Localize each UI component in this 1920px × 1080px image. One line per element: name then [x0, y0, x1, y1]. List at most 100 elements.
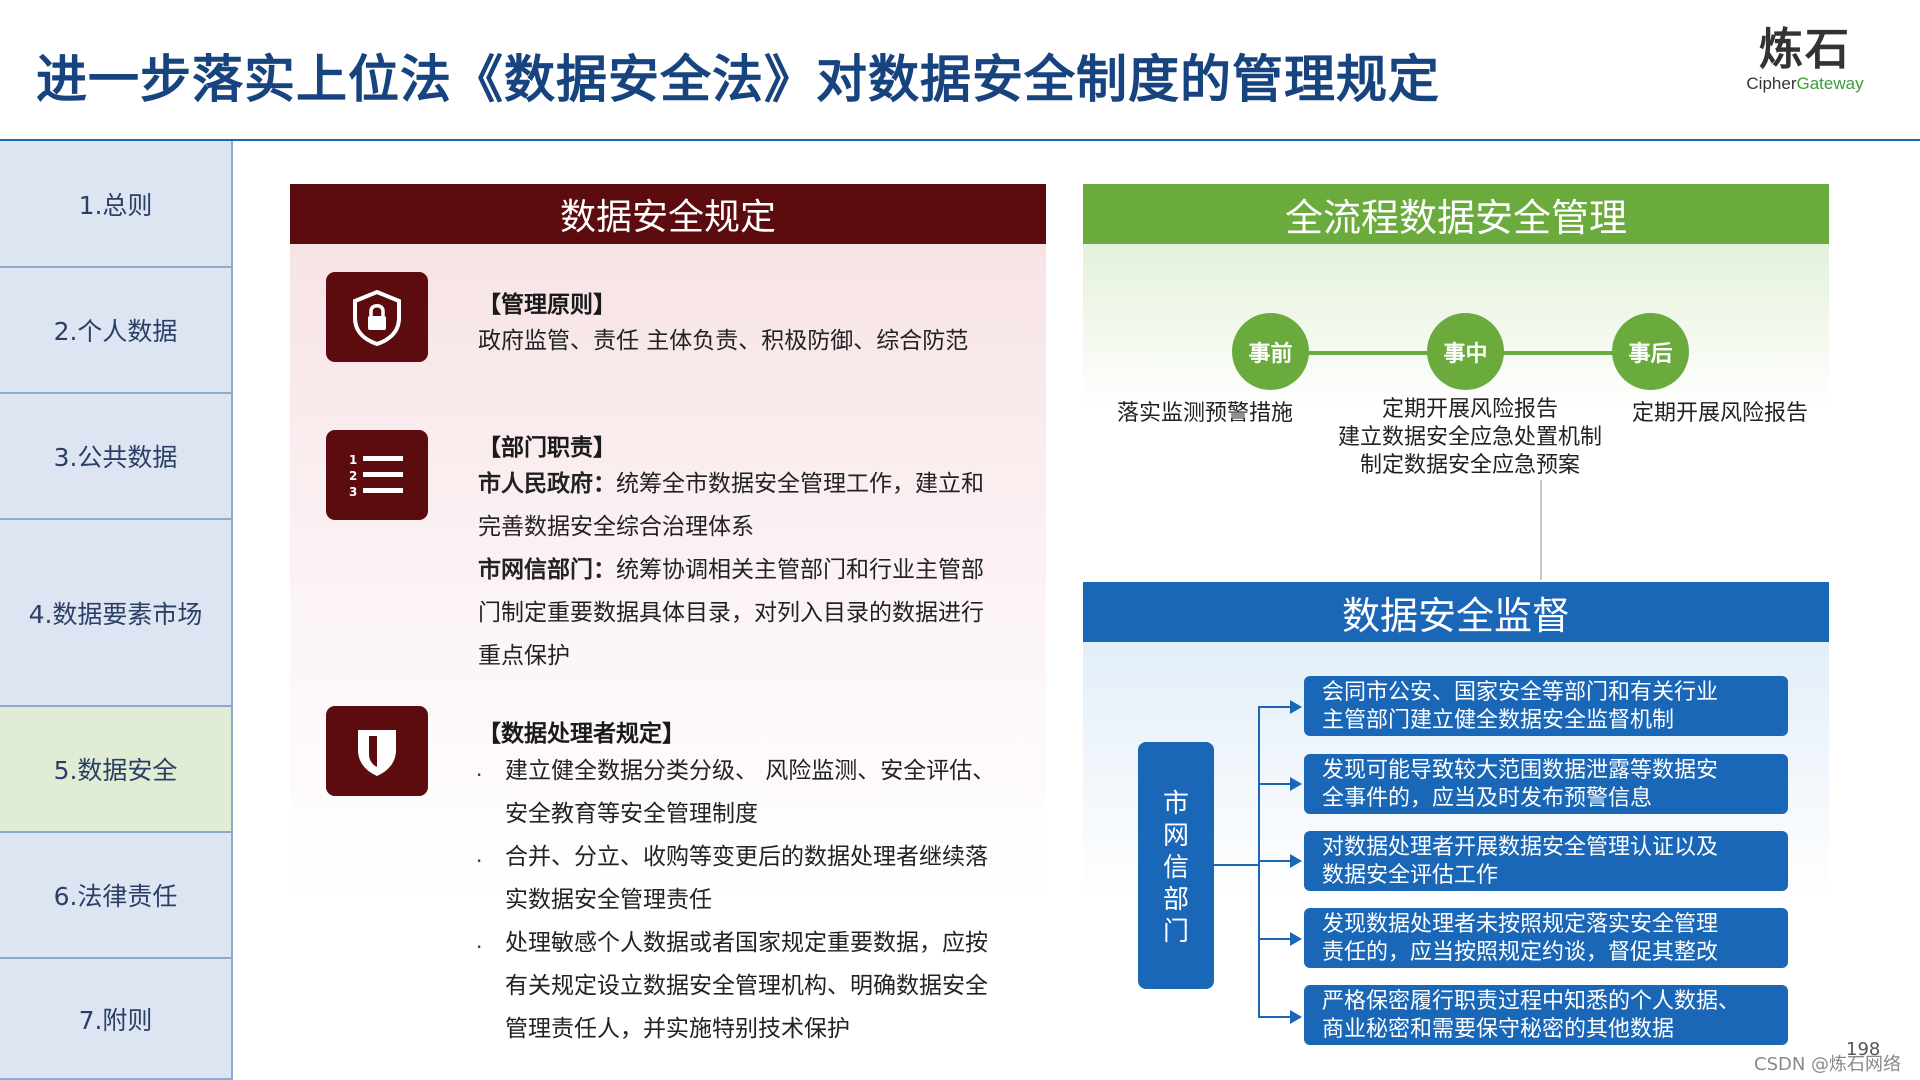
sidebar-item-data-market[interactable]: 4.数据要素市场: [0, 520, 233, 707]
stage-after: 事后: [1612, 313, 1689, 390]
logo-text: CipherGateway: [1735, 74, 1875, 94]
duty-entry-line: 统筹全市数据安全管理工作，建立和: [616, 471, 984, 497]
svg-text:3: 3: [349, 485, 357, 499]
processor-rule-line: 安全教育等安全管理制度: [505, 801, 758, 827]
sidebar-item-label: 1.总则: [78, 190, 153, 220]
logo-text-gateway: Gateway: [1796, 74, 1864, 93]
sidebar-item-legal-liability[interactable]: 6.法律责任: [0, 833, 233, 959]
bullet-dot: .: [476, 929, 483, 953]
department-box: 市网信部门: [1138, 742, 1214, 989]
connector-branch: [1258, 1016, 1292, 1018]
shield-lock-icon: [326, 272, 428, 362]
duty-line: 全事件的，应当及时发布预警信息: [1322, 786, 1653, 811]
connector-spine: [1258, 707, 1260, 1018]
csdn-watermark: CSDN @炼石网络: [1754, 1054, 1902, 1075]
sidebar-item-data-security[interactable]: 5.数据安全: [0, 707, 233, 833]
duty-entry-line: 门制定重要数据具体目录，对列入目录的数据进行: [478, 600, 984, 626]
processor-rule-item: 处理敏感个人数据或者国家规定重要数据，应按 有关规定设立数据安全管理机构、明确数…: [505, 922, 988, 1051]
processor-rule-line: 管理责任人，并实施特别技术保护: [505, 1016, 850, 1042]
numbered-list-icon: 1 2 3: [326, 430, 428, 520]
duty-line: 数据安全评估工作: [1322, 863, 1499, 888]
shield-icon: [326, 706, 428, 796]
connector-branch: [1258, 938, 1292, 940]
page-number: 198: [1846, 1039, 1881, 1060]
logo-text-cipher: Cipher: [1746, 74, 1797, 93]
duty-entry-label: 市人民政府：: [478, 471, 616, 497]
sidebar-item-label: 3.公共数据: [53, 443, 178, 472]
sidebar-item-label: 6.法律责任: [53, 882, 178, 911]
section-title-processor-rules: 【数据处理者规定】: [478, 721, 685, 747]
stage-before-desc: 落实监测预警措施: [1105, 400, 1305, 428]
arrow-icon: [1290, 932, 1302, 946]
connector-branch: [1258, 706, 1292, 708]
svg-text:2: 2: [349, 469, 357, 483]
process-panel-header: 全流程数据安全管理: [1083, 184, 1829, 244]
duty-entry-label: 市网信部门：: [478, 557, 616, 583]
duty-entry-line: 重点保护: [478, 643, 570, 669]
svg-text:1: 1: [349, 453, 357, 467]
stage-desc-line: 制定数据安全应急预案: [1359, 453, 1580, 478]
panel-connector-line: [1540, 480, 1542, 580]
department-label: 市网信部门: [1162, 788, 1189, 947]
connector-trunk: [1214, 864, 1258, 866]
supervision-duty-item: 发现可能导致较大范围数据泄露等数据安 全事件的，应当及时发布预警信息: [1304, 754, 1788, 814]
sidebar-item-appendix[interactable]: 7.附则: [0, 959, 233, 1080]
arrow-icon: [1290, 777, 1302, 791]
stage-during-desc: 定期开展风险报告 建立数据安全应急处置机制 制定数据安全应急预案: [1320, 396, 1620, 480]
duty-entry-cyberspace-dept: 市网信部门：统筹协调相关主管部门和行业主管部 门制定重要数据具体目录，对列入目录…: [478, 549, 984, 678]
sidebar-item-personal-data[interactable]: 2.个人数据: [0, 268, 233, 394]
sidebar-item-label: 7.附则: [78, 1005, 153, 1035]
sidebar-item-label: 2.个人数据: [53, 317, 178, 346]
stage-desc-line: 建立数据安全应急处置机制: [1337, 425, 1602, 450]
arrow-icon: [1290, 700, 1302, 714]
duty-line: 责任的，应当按照规定约谈，督促其整改: [1322, 940, 1719, 965]
bullet-dot: .: [476, 843, 483, 867]
supervision-duty-item: 发现数据处理者未按照规定落实安全管理 责任的，应当按照规定约谈，督促其整改: [1304, 908, 1788, 968]
sidebar-item-label: 5.数据安全: [53, 756, 178, 785]
processor-rule-line: 有关规定设立数据安全管理机构、明确数据安全: [505, 973, 988, 999]
stage-desc-line: 落实监测预警措施: [1116, 401, 1293, 426]
regulation-panel-header: 数据安全规定: [290, 184, 1046, 244]
duty-line: 发现数据处理者未按照规定落实安全管理: [1322, 912, 1719, 937]
processor-rule-item: 建立健全数据分类分级、 风险监测、安全评估、 安全教育等安全管理制度: [505, 750, 995, 836]
processor-rule-line: 实数据安全管理责任: [505, 887, 712, 913]
duty-line: 主管部门建立健全数据安全监督机制: [1322, 708, 1675, 733]
duty-entry-city-government: 市人民政府：统筹全市数据安全管理工作，建立和 完善数据安全综合治理体系: [478, 463, 984, 549]
sidebar-item-general[interactable]: 1.总则: [0, 141, 233, 268]
duty-line: 商业秘密和需要保守秘密的其他数据: [1322, 1017, 1675, 1042]
supervision-duty-item: 严格保密履行职责过程中知悉的个人数据、 商业秘密和需要保守秘密的其他数据: [1304, 985, 1788, 1045]
processor-rule-line: 处理敏感个人数据或者国家规定重要数据，应按: [505, 930, 988, 956]
company-logo: 炼石 CipherGateway: [1735, 26, 1875, 96]
duty-entry-line: 统筹协调相关主管部门和行业主管部: [616, 557, 984, 583]
section-title-duties: 【部门职责】: [478, 435, 616, 461]
logo-mark: 炼石: [1759, 24, 1851, 75]
duty-line: 发现可能导致较大范围数据泄露等数据安: [1322, 758, 1719, 783]
sidebar-nav: 1.总则 2.个人数据 3.公共数据 4.数据要素市场 5.数据安全 6.法律责…: [0, 141, 233, 1080]
regulation-panel-body: [290, 244, 1046, 1064]
header-bar: 进一步落实上位法《数据安全法》对数据安全制度的管理规定 炼石 CipherGat…: [0, 0, 1920, 141]
duty-line: 会同市公安、国家安全等部门和有关行业: [1322, 680, 1719, 705]
arrow-icon: [1290, 854, 1302, 868]
stage-during: 事中: [1427, 313, 1504, 390]
sidebar-item-public-data[interactable]: 3.公共数据: [0, 394, 233, 520]
stage-after-desc: 定期开展风险报告: [1620, 400, 1820, 428]
arrow-icon: [1290, 1010, 1302, 1024]
stage-desc-line: 定期开展风险报告: [1631, 401, 1808, 426]
duty-entry-line: 完善数据安全综合治理体系: [478, 514, 754, 540]
supervision-panel-header: 数据安全监督: [1083, 582, 1829, 642]
processor-rule-line: 合并、分立、收购等变更后的数据处理者继续落: [505, 844, 988, 870]
bullet-dot: .: [476, 757, 483, 781]
stage-desc-line: 定期开展风险报告: [1381, 397, 1558, 422]
section-text-principles: 政府监管、责任 主体负责、积极防御、综合防范: [478, 328, 969, 354]
sidebar-item-label: 4.数据要素市场: [28, 599, 203, 629]
supervision-duty-item: 会同市公安、国家安全等部门和有关行业 主管部门建立健全数据安全监督机制: [1304, 676, 1788, 736]
supervision-duty-item: 对数据处理者开展数据安全管理认证以及 数据安全评估工作: [1304, 831, 1788, 891]
connector-branch: [1258, 783, 1292, 785]
stage-before: 事前: [1232, 313, 1309, 390]
duty-line: 对数据处理者开展数据安全管理认证以及: [1322, 835, 1719, 860]
connector-branch: [1258, 860, 1292, 862]
duty-line: 严格保密履行职责过程中知悉的个人数据、: [1322, 989, 1741, 1014]
processor-rule-item: 合并、分立、收购等变更后的数据处理者继续落 实数据安全管理责任: [505, 836, 988, 922]
page-title: 进一步落实上位法《数据安全法》对数据安全制度的管理规定: [36, 51, 1441, 110]
section-title-principles: 【管理原则】: [478, 292, 616, 318]
